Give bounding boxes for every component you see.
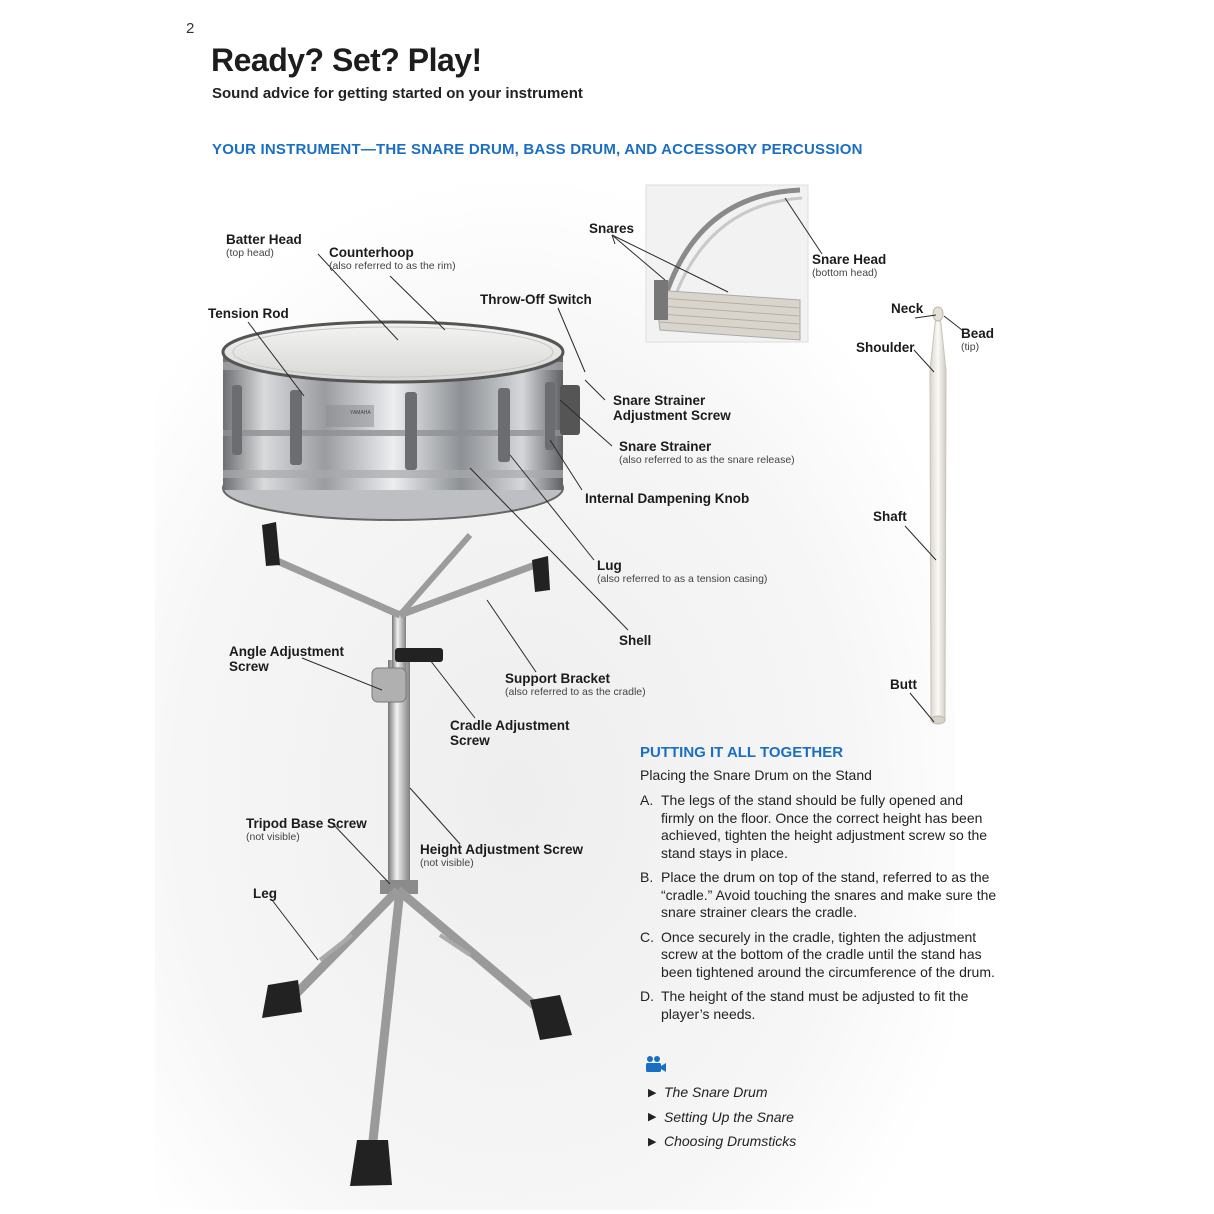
putting-together-heading: PUTTING IT ALL TOGETHER: [640, 744, 844, 761]
video-camera-icon: [646, 1056, 666, 1072]
step-item: A. The legs of the stand should be fully…: [640, 792, 988, 861]
play-arrow-icon: ▶: [648, 1111, 657, 1124]
putting-together-subheading: Placing the Snare Drum on the Stand: [640, 767, 872, 783]
label-snare-strainer: Snare Strainer (also referred to as the …: [619, 439, 795, 466]
play-arrow-icon: ▶: [648, 1135, 657, 1148]
label-butt: Butt: [890, 677, 917, 692]
video-link-setting-up-snare[interactable]: ▶ Setting Up the Snare: [648, 1108, 794, 1125]
label-snare-strainer-adjustment-screw: Snare Strainer Adjustment Screw: [613, 393, 731, 423]
drum-brand-logo: YAMAHA: [350, 410, 371, 416]
label-cradle-adjustment-screw: Cradle Adjustment Screw: [450, 718, 570, 748]
page-subtitle: Sound advice for getting started on your…: [212, 85, 583, 102]
video-link-choosing-drumsticks[interactable]: ▶ Choosing Drumsticks: [648, 1133, 797, 1150]
page-number: 2: [186, 20, 195, 37]
label-neck: Neck: [891, 301, 924, 316]
section-heading: YOUR INSTRUMENT—THE SNARE DRUM, BASS DRU…: [212, 141, 863, 158]
snare-drum: [221, 320, 580, 521]
step-item: C. Once securely in the cradle, tighten …: [640, 928, 995, 980]
play-arrow-icon: ▶: [648, 1086, 657, 1099]
label-leg: Leg: [253, 886, 278, 901]
label-internal-dampening-knob: Internal Dampening Knob: [585, 491, 750, 506]
label-snares: Snares: [589, 221, 635, 236]
page-title: Ready? Set? Play!: [211, 42, 482, 78]
label-shaft: Shaft: [873, 509, 907, 524]
leader-lines: [247, 197, 963, 961]
step-item: D. The height of the stand must be adjus…: [640, 988, 969, 1022]
video-list: ▶ The Snare Drum ▶ Setting Up the Snare …: [648, 1080, 796, 1154]
label-support-bracket: Support Bracket (also referred to as the…: [505, 671, 646, 698]
label-height-adjustment-screw: Height Adjustment Screw (not visible): [420, 842, 584, 869]
label-batter-head: Batter Head (top head): [226, 232, 302, 259]
label-tripod-base-screw: Tripod Base Screw (not visible): [246, 816, 367, 843]
step-item: B. Place the drum on top of the stand, r…: [640, 869, 997, 920]
label-angle-adjustment-screw: Angle Adjustment Screw: [229, 644, 345, 674]
video-link-snare-drum[interactable]: ▶ The Snare Drum: [648, 1084, 768, 1101]
label-shoulder: Shoulder: [856, 340, 915, 355]
label-lug: Lug (also referred to as a tension casin…: [597, 558, 768, 585]
label-bead: Bead (tip): [961, 326, 995, 353]
label-counterhoop: Counterhoop (also referred to as the rim…: [329, 245, 456, 272]
label-tension-rod: Tension Rod: [208, 306, 289, 321]
steps-list: A. The legs of the stand should be fully…: [640, 792, 1000, 1030]
label-shell: Shell: [619, 633, 652, 648]
label-snare-head: Snare Head (bottom head): [812, 252, 887, 279]
label-throw-off-switch: Throw-Off Switch: [480, 292, 592, 307]
drumstick: [929, 306, 947, 725]
snares-inset-photo: [645, 184, 809, 343]
snare-stand: [262, 522, 572, 1186]
